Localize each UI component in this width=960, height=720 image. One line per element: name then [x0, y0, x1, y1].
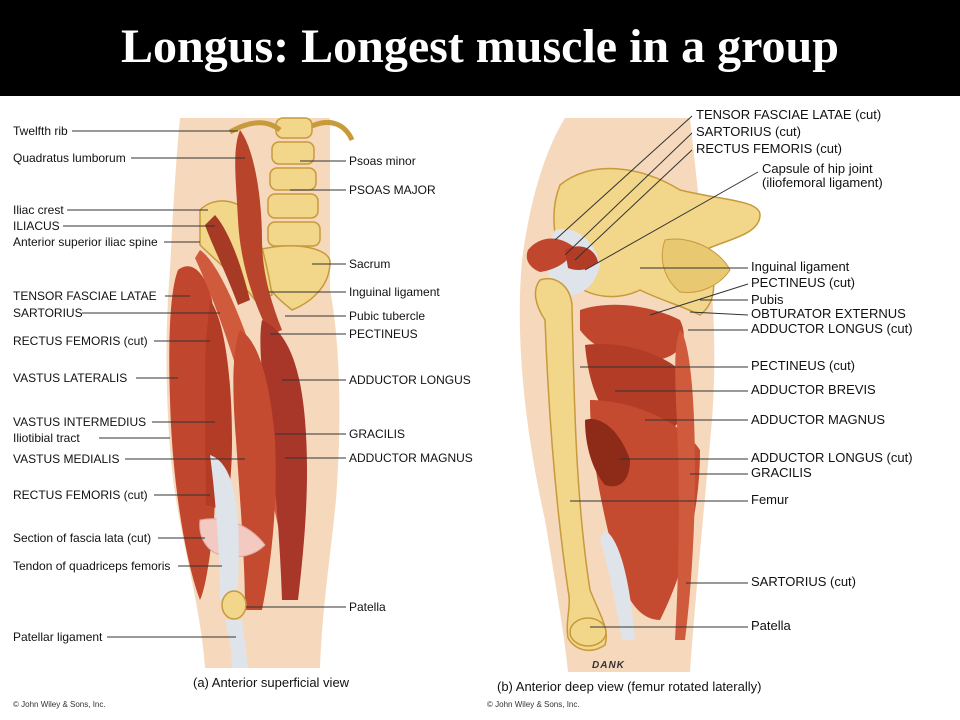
label-psoas-major: PSOAS MAJOR: [349, 183, 436, 197]
label-asis: Anterior superior iliac spine: [13, 235, 158, 249]
label-tendon-quadriceps: Tendon of quadriceps femoris: [13, 559, 171, 573]
label-b-adductor-brevis: ADDUCTOR BREVIS: [751, 382, 876, 397]
label-b-tensor-fasciae-latae-cut: TENSOR FASCIAE LATAE (cut): [696, 107, 882, 122]
label-adductor-longus-a: ADDUCTOR LONGUS: [349, 373, 471, 387]
label-b-capsule-hip: Capsule of hip joint: [762, 161, 873, 176]
label-vastus-lateralis: VASTUS LATERALIS: [13, 371, 128, 385]
label-sacrum: Sacrum: [349, 257, 391, 271]
label-b-patella: Patella: [751, 618, 791, 633]
panel-b-illustration: [519, 118, 761, 672]
leader-lines: [63, 115, 759, 638]
label-pectineus-a: PECTINEUS: [349, 327, 418, 341]
panel-a-patella: [221, 590, 247, 620]
panel-a-tendon: [210, 455, 239, 600]
panel-b-patella: [569, 617, 607, 647]
label-quadratus-lumborum: Quadratus lumborum: [13, 151, 126, 165]
copyright-panel-b: © John Wiley & Sons, Inc.: [487, 700, 580, 709]
label-b-femur: Femur: [751, 492, 789, 507]
label-b-obturator-externus: OBTURATOR EXTERNUS: [751, 306, 906, 321]
label-inguinal-ligament-a: Inguinal ligament: [349, 285, 440, 299]
label-iliotibial-tract: Iliotibial tract: [13, 431, 80, 445]
caption-panel-a: (a) Anterior superficial view: [193, 675, 350, 690]
label-patella-a: Patella: [349, 600, 386, 614]
caption-panel-b: (b) Anterior deep view (femur rotated la…: [497, 679, 762, 694]
label-rectus-femoris-cut-1: RECTUS FEMORIS (cut): [13, 334, 148, 348]
label-b-sartorius-cut-top: SARTORIUS (cut): [696, 124, 801, 139]
label-psoas-minor: Psoas minor: [349, 154, 416, 168]
label-vastus-intermedius: VASTUS INTERMEDIUS: [13, 415, 147, 429]
label-b-iliofemoral: (iliofemoral ligament): [762, 175, 883, 190]
label-b-adductor-longus-cut-2: ADDUCTOR LONGUS (cut): [751, 450, 913, 465]
label-pubic-tubercle: Pubic tubercle: [349, 309, 426, 323]
label-section-fascia-lata: Section of fascia lata (cut): [13, 531, 152, 545]
title-bar: [0, 0, 960, 96]
panel-a-adductors: [260, 320, 308, 600]
slide-title: Longus: Longest muscle in a group: [121, 20, 839, 73]
panel-a-rib: [228, 120, 282, 135]
panel-a-spine: [257, 117, 331, 311]
label-b-sartorius-cut-bottom: SARTORIUS (cut): [751, 574, 856, 589]
label-tensor-fasciae-latae: TENSOR FASCIAE LATAE: [13, 289, 157, 303]
panel-a-illustration: [166, 117, 355, 668]
copyright-panel-a: © John Wiley & Sons, Inc.: [13, 700, 106, 709]
illustrator-signature: DANK: [592, 660, 625, 671]
label-vastus-medialis: VASTUS MEDIALIS: [13, 452, 120, 466]
label-gracilis-a: GRACILIS: [349, 427, 406, 441]
label-b-pubis: Pubis: [751, 292, 784, 307]
label-patellar-ligament: Patellar ligament: [13, 630, 103, 644]
label-b-pectineus-cut-2: PECTINEUS (cut): [751, 358, 856, 373]
label-b-gracilis: GRACILIS: [751, 465, 812, 480]
panel-b-adductor-longus: [585, 419, 630, 487]
panel-a-vastus-lateralis: [169, 266, 218, 600]
label-iliac-crest: Iliac crest: [13, 203, 64, 217]
label-iliacus: ILIACUS: [13, 219, 60, 233]
panel-b-tendons: [600, 530, 635, 640]
label-b-inguinal-ligament: Inguinal ligament: [751, 259, 850, 274]
label-sartorius: SARTORIUS: [13, 306, 83, 320]
label-b-adductor-magnus: ADDUCTOR MAGNUS: [751, 412, 886, 427]
panel-b-gracilis: [675, 330, 695, 640]
label-rectus-femoris-cut-2: RECTUS FEMORIS (cut): [13, 488, 148, 502]
panel-a-psoas: [235, 130, 282, 335]
label-twelfth-rib: Twelfth rib: [13, 124, 68, 138]
label-adductor-magnus-a: ADDUCTOR MAGNUS: [349, 451, 473, 465]
label-b-rectus-femoris-cut: RECTUS FEMORIS (cut): [696, 141, 842, 156]
label-b-pectineus-cut-1: PECTINEUS (cut): [751, 275, 856, 290]
panel-b-femur: [534, 278, 607, 652]
label-b-adductor-longus-cut-1: ADDUCTOR LONGUS (cut): [751, 321, 913, 336]
panel-b-cut-muscles: [526, 238, 575, 272]
